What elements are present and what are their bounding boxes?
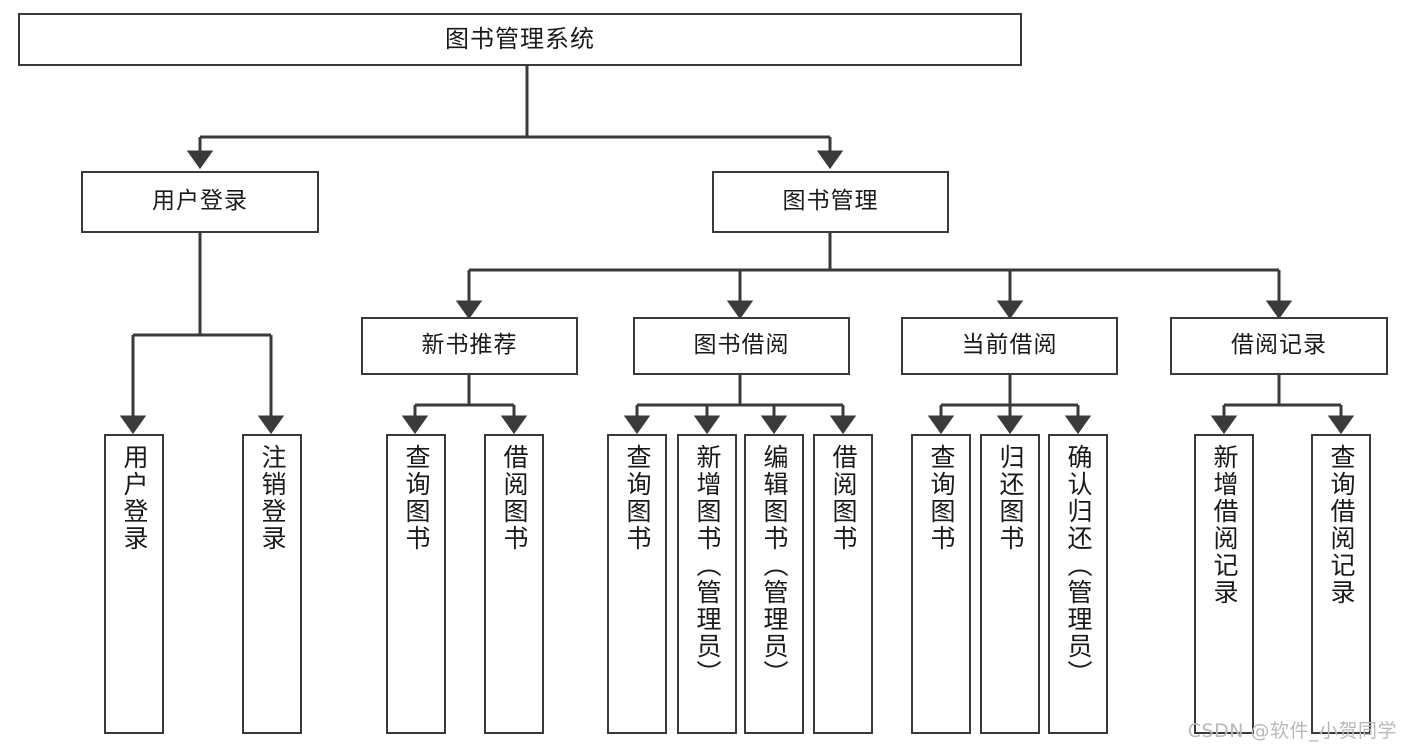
node-borrow-record[interactable]: 借阅记录 — [1170, 317, 1388, 375]
node-root-book-management-system[interactable]: 图书管理系统 — [18, 13, 1022, 66]
leaf-book-borrow-add-book-admin[interactable]: 新增图书（管理员） — [677, 434, 737, 734]
leaf-book-borrow-edit-book-admin[interactable]: 编辑图书（管理员） — [744, 434, 804, 734]
leaf-current-borrow-confirm-return-admin[interactable]: 确认归还（管理员） — [1048, 434, 1108, 734]
node-label: 借阅记录 — [1231, 332, 1327, 359]
leaf-book-borrow-borrow-book[interactable]: 借阅图书 — [813, 434, 873, 734]
node-label: 用户登录 — [152, 188, 248, 215]
leaf-new-book-query-book[interactable]: 查询图书 — [386, 434, 446, 734]
leaf-current-borrow-return-book[interactable]: 归还图书 — [980, 434, 1040, 734]
node-label: 当前借阅 — [961, 332, 1058, 359]
leaf-borrow-record-query-record[interactable]: 查询借阅记录 — [1311, 434, 1371, 734]
leaf-label: 新增借阅记录 — [1210, 444, 1239, 606]
node-label: 图书借阅 — [693, 332, 790, 359]
leaf-label: 查询图书 — [927, 444, 956, 552]
leaf-label: 确认归还（管理员） — [1064, 444, 1093, 687]
node-current-borrow[interactable]: 当前借阅 — [901, 317, 1118, 375]
node-label: 图书管理系统 — [445, 25, 595, 54]
node-label: 新书推荐 — [421, 332, 518, 359]
node-book-management[interactable]: 图书管理 — [712, 171, 949, 233]
leaf-current-borrow-query-book[interactable]: 查询图书 — [911, 434, 971, 734]
leaf-label: 编辑图书（管理员） — [760, 444, 789, 687]
leaf-label: 查询图书 — [623, 444, 652, 552]
leaf-label: 归还图书 — [996, 444, 1025, 552]
node-user-login[interactable]: 用户登录 — [81, 171, 319, 233]
leaf-user-login-logout[interactable]: 注销登录 — [242, 434, 302, 734]
leaf-label: 新增图书（管理员） — [693, 444, 722, 687]
leaf-label: 查询借阅记录 — [1327, 444, 1356, 606]
leaf-label: 借阅图书 — [500, 444, 529, 552]
node-new-book-recommend[interactable]: 新书推荐 — [361, 317, 578, 375]
leaf-label: 借阅图书 — [829, 444, 858, 552]
leaf-book-borrow-query-book[interactable]: 查询图书 — [607, 434, 667, 734]
leaf-user-login-login[interactable]: 用户登录 — [104, 434, 164, 734]
leaf-borrow-record-add-record[interactable]: 新增借阅记录 — [1194, 434, 1254, 734]
leaf-label: 查询图书 — [402, 444, 431, 552]
node-book-borrow[interactable]: 图书借阅 — [633, 317, 850, 375]
node-label: 图书管理 — [782, 188, 879, 215]
leaf-new-book-borrow-book[interactable]: 借阅图书 — [484, 434, 544, 734]
watermark-text: CSDN @软件_小贺同学 — [1187, 720, 1397, 742]
leaf-label: 注销登录 — [258, 444, 287, 552]
leaf-label: 用户登录 — [120, 444, 149, 552]
